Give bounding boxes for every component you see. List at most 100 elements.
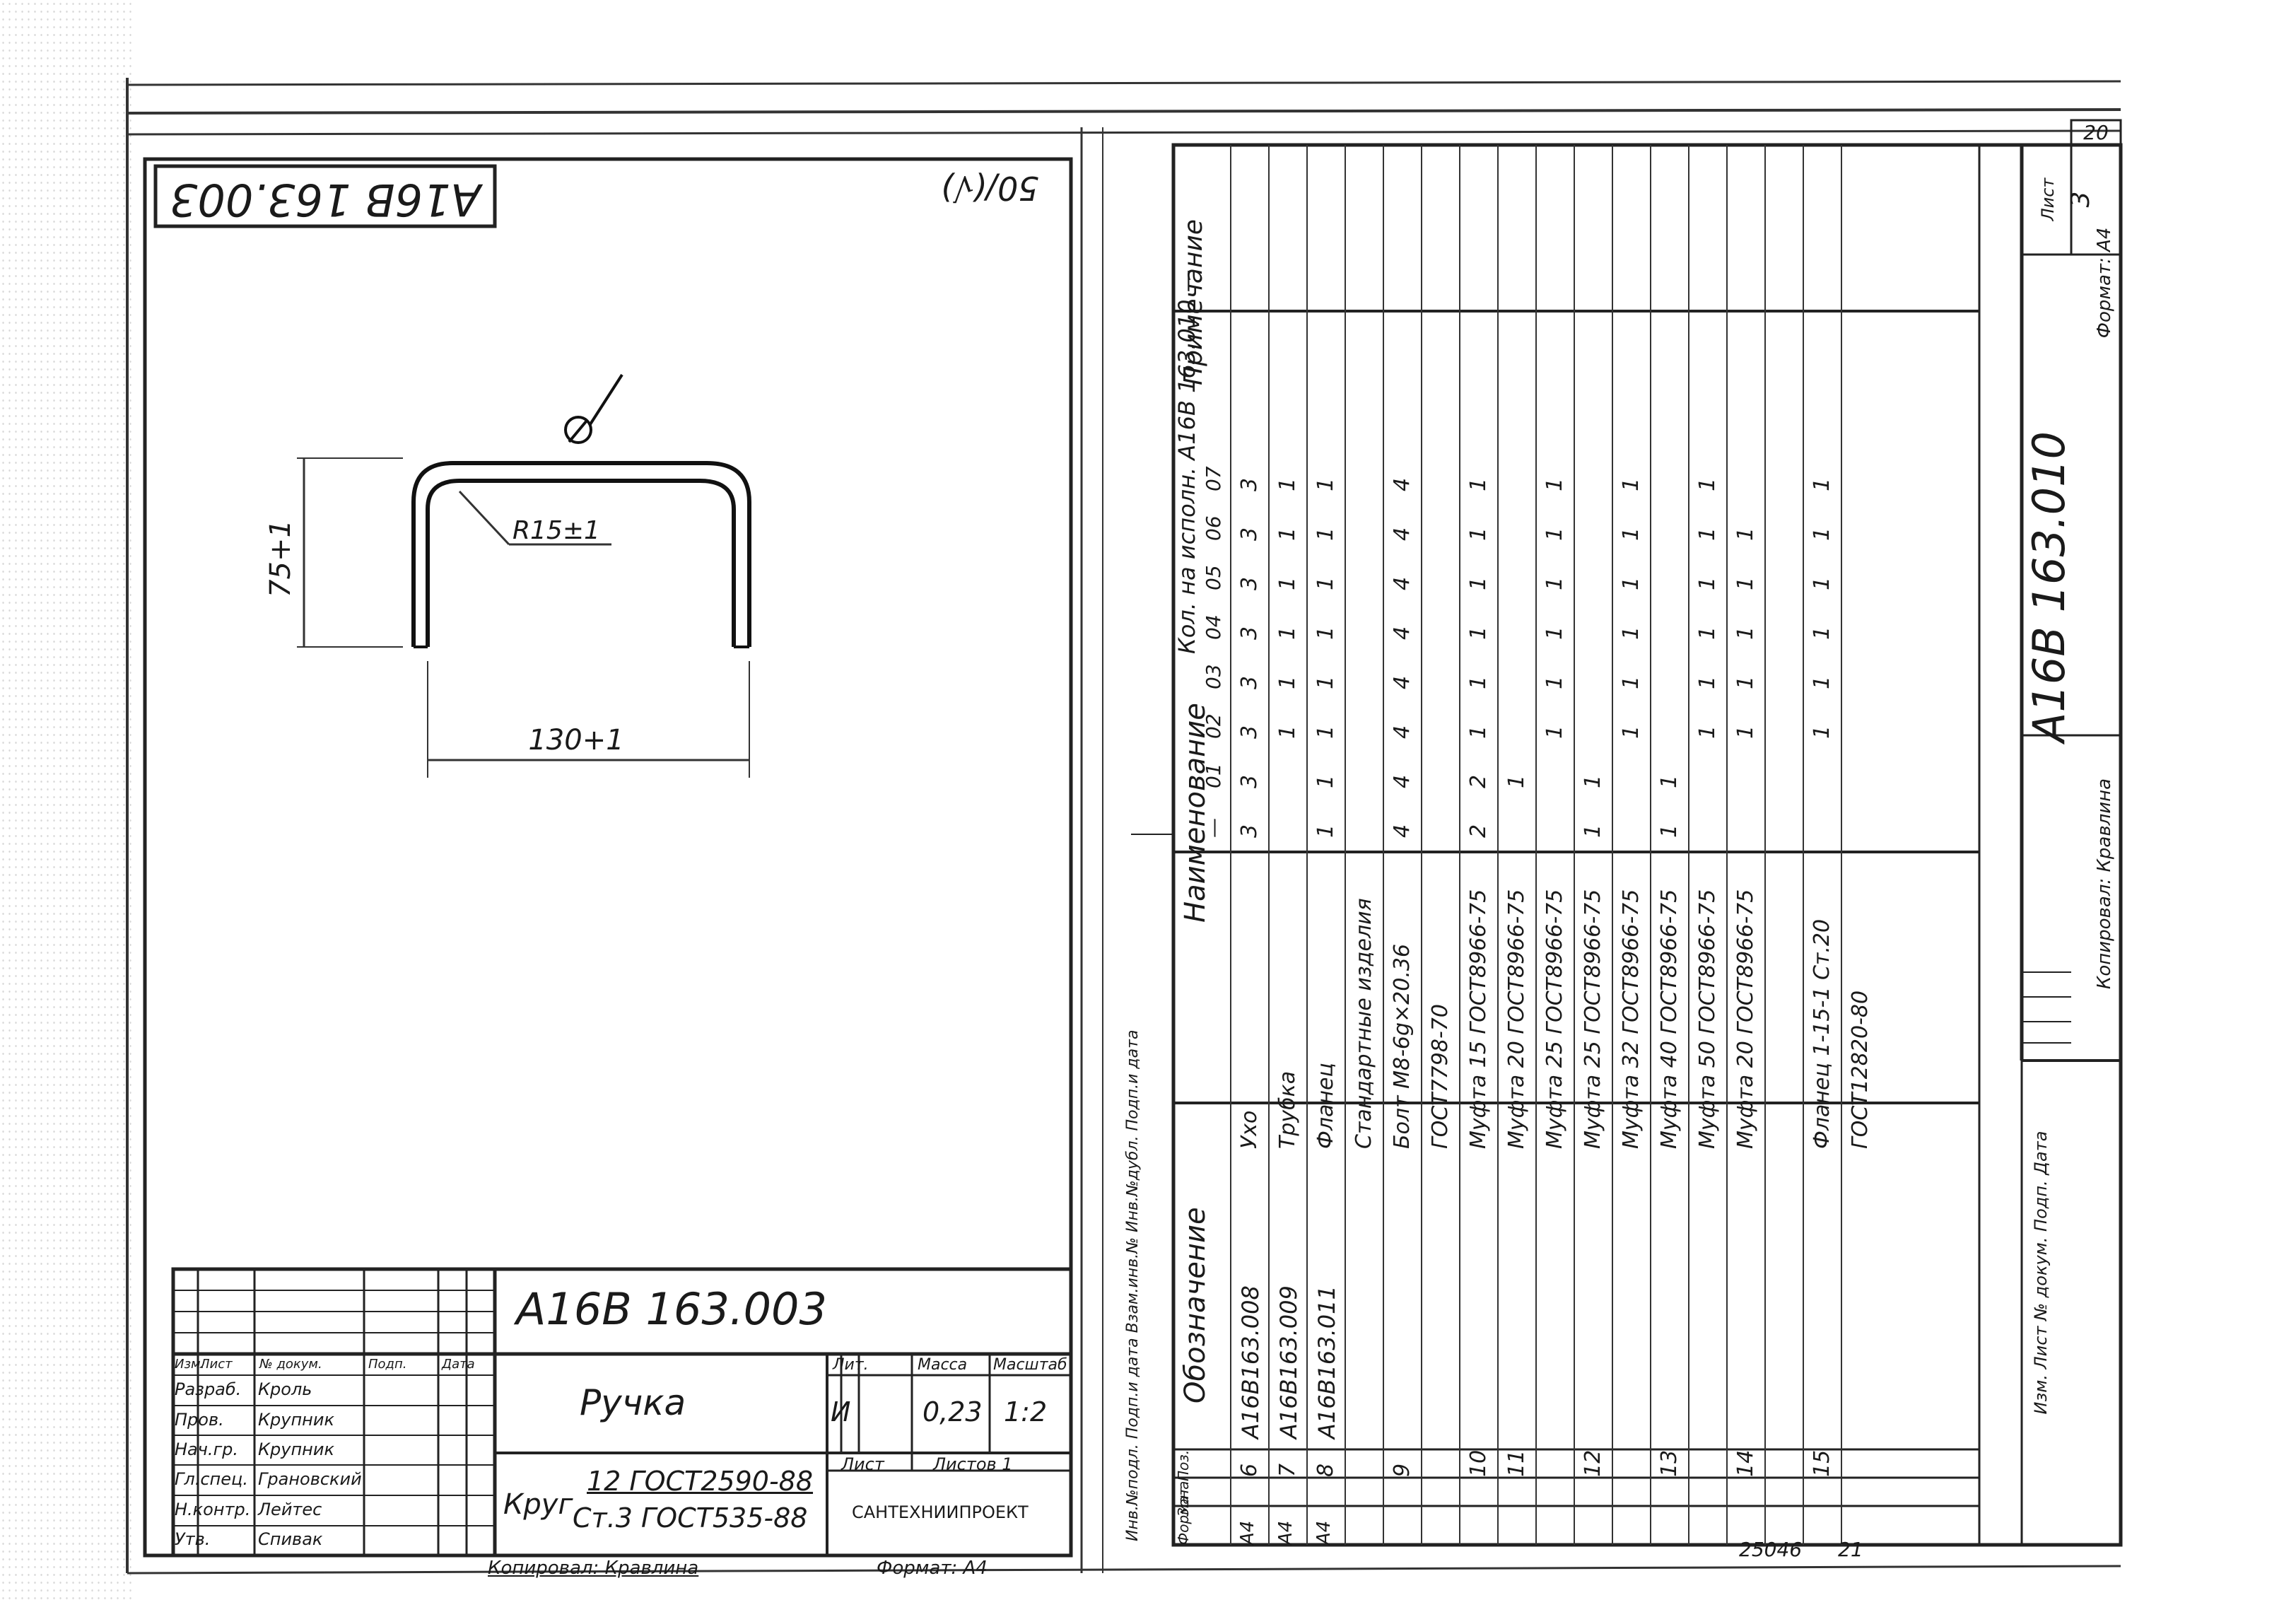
row-name: Муфта 32 ГОСТ8966-75 (1619, 889, 1644, 1149)
row-qty: 2 (1466, 774, 1491, 788)
row-qty: 3 (1237, 576, 1262, 590)
row-qty: 1 (1810, 626, 1834, 640)
row-qty: 3 (1237, 477, 1262, 491)
stamp-role: Утв. (175, 1529, 211, 1549)
spec-row: ГОСТ7798-70 (1421, 145, 1460, 1545)
row-qty: 1 (1504, 774, 1529, 788)
stamp-name: Грановский (258, 1469, 362, 1489)
footer-page: 21 (1838, 1538, 1863, 1561)
row-qty: 1 (1695, 477, 1720, 491)
row-name: Муфта 15 ГОСТ8966-75 (1466, 889, 1491, 1149)
left-format: Формат: А4 (877, 1558, 988, 1579)
row-qty: 1 (1466, 527, 1491, 541)
row-qty: 1 (1313, 725, 1338, 739)
row-name: Муфта 40 ГОСТ8966-75 (1657, 889, 1682, 1149)
row-qty: 1 (1313, 824, 1338, 838)
material-bottom: Ст.3 ГОСТ535-88 (573, 1502, 808, 1534)
roughness-mark: 50/(√) (940, 169, 1038, 207)
stamp-name: Лейтес (258, 1500, 322, 1519)
row-qty: 3 (1237, 725, 1262, 739)
sheet-label: Лист (2038, 177, 2058, 222)
row-qty: 1 (1542, 626, 1567, 640)
row-qty: 1 (1542, 527, 1567, 541)
variant-header-cell: — (1202, 818, 1225, 838)
stamp-header-row: Изм. Лист № докум. Подп. Дата (173, 1354, 495, 1375)
row-name: Муфта 50 ГОСТ8966-75 (1695, 889, 1720, 1149)
right-format: Формат: А4 (2094, 228, 2115, 339)
row-qty: 1 (1542, 725, 1567, 739)
row-qty: 1 (1810, 576, 1834, 590)
row-qty: 1 (1695, 527, 1720, 541)
material-prefix: Круг (503, 1488, 573, 1521)
row-qty: 1 (1313, 576, 1338, 590)
row-qty: 1 (1733, 725, 1758, 739)
row-name: ГОСТ7798-70 (1428, 1004, 1453, 1149)
row-qty: 3 (1237, 774, 1262, 788)
row-qty: 1 (1657, 824, 1682, 838)
row-qty: 1 (1733, 675, 1758, 689)
col-header-pos: Поз. (1175, 1449, 1192, 1481)
row-name: Ухо (1237, 1110, 1262, 1149)
right-designation: А16В 163.010 (2023, 431, 2075, 745)
stamp-header-doc: № докум. (259, 1357, 322, 1372)
row-qty: 1 (1542, 576, 1567, 590)
page-corner: 20 (2083, 121, 2109, 144)
variant-header-cell: 07 (1202, 466, 1225, 491)
height-dim: 75+1 (264, 520, 297, 597)
variant-header-cell: 03 (1202, 664, 1225, 689)
row-format: А4 (1275, 1520, 1296, 1545)
row-qty: 1 (1581, 824, 1605, 838)
col-header-note: Примечание (1179, 218, 1208, 385)
row-qty: 1 (1733, 626, 1758, 640)
row-qty: 1 (1466, 675, 1491, 689)
stamp-role: Н.контр. (175, 1500, 251, 1519)
mass-value: 0,23 (922, 1396, 983, 1427)
row-qty: 1 (1810, 477, 1834, 491)
row-qty: 4 (1390, 626, 1414, 640)
row-designation: А16В163.011 (1313, 1285, 1340, 1439)
row-name: Стандартные изделия (1352, 898, 1376, 1149)
row-qty: 1 (1313, 626, 1338, 640)
row-name: Муфта 20 ГОСТ8966-75 (1504, 889, 1529, 1149)
row-qty: 1 (1810, 675, 1834, 689)
row-name: Трубка (1275, 1070, 1300, 1149)
stamp-role: Нач.гр. (175, 1440, 239, 1459)
radius-dim: R15±1 (512, 516, 600, 545)
row-name: ГОСТ12820-80 (1848, 990, 1873, 1149)
stamp-name: Крупник (258, 1440, 334, 1459)
row-qty: 1 (1733, 576, 1758, 590)
row-qty: 1 (1619, 527, 1644, 541)
variant-header-cell: 01 (1202, 763, 1225, 788)
row-pos: 10 (1466, 1449, 1491, 1477)
row-qty: 1 (1542, 675, 1567, 689)
variant-header-cell: 04 (1202, 614, 1225, 640)
material-top: 12 ГОСТ2590-88 (587, 1466, 814, 1497)
right-stamp-vertical: Изм. Лист № докум. Подп. Дата (2031, 1131, 2051, 1415)
col-header-format: Формат (1175, 1487, 1192, 1545)
row-qty: 4 (1390, 527, 1414, 541)
row-qty: 1 (1695, 725, 1720, 739)
row-qty: 1 (1619, 626, 1644, 640)
lit-header: Лит. (833, 1356, 869, 1374)
row-format: А4 (1237, 1520, 1258, 1545)
sheet-label-left: Лист (841, 1454, 884, 1474)
scale-header: Масштаб (993, 1356, 1067, 1374)
row-qty: 1 (1275, 576, 1300, 590)
row-pos: 14 (1733, 1449, 1758, 1477)
row-pos: 8 (1313, 1463, 1338, 1477)
row-pos: 9 (1390, 1463, 1414, 1477)
row-qty: 3 (1237, 675, 1262, 689)
row-qty: 1 (1313, 527, 1338, 541)
row-pos: 7 (1275, 1463, 1300, 1477)
row-name: Муфта 20 ГОСТ8966-75 (1733, 889, 1758, 1149)
row-qty: 1 (1466, 477, 1491, 491)
row-qty: 1 (1619, 675, 1644, 689)
row-qty: 1 (1275, 626, 1300, 640)
stamp-name: Крупник (258, 1410, 334, 1430)
